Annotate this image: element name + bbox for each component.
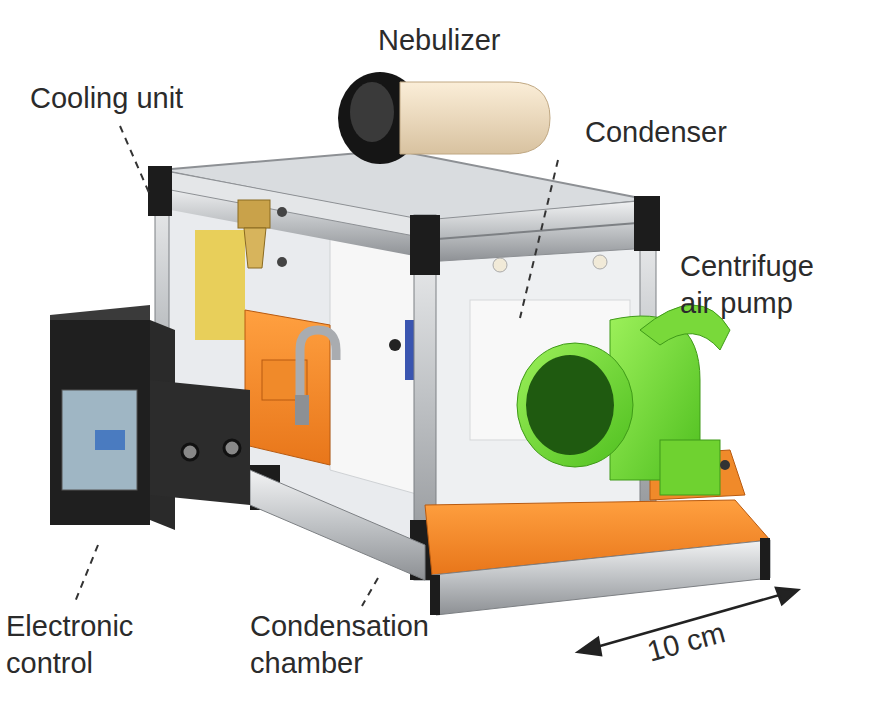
- control-window: [95, 430, 125, 450]
- screw: [277, 257, 287, 267]
- peg: [493, 258, 507, 272]
- corner-bracket: [634, 196, 660, 251]
- knob: [182, 444, 198, 460]
- condenser-panel: [330, 235, 420, 495]
- knob: [224, 440, 240, 456]
- part-label: Condenser: [585, 114, 727, 151]
- leader-line: [520, 160, 558, 318]
- arrowhead: [578, 638, 601, 655]
- screw: [720, 460, 730, 470]
- frame-bar: [160, 170, 425, 238]
- part-label: Nebulizer: [378, 22, 501, 59]
- part-label: Electronic control: [6, 608, 181, 682]
- arrowhead: [776, 588, 798, 604]
- frame-bar: [425, 200, 650, 262]
- corner-bracket: [148, 166, 172, 216]
- screw: [389, 339, 401, 351]
- latch: [244, 228, 266, 268]
- bottom-rail: [250, 470, 425, 580]
- part-label: Cooling unit: [30, 80, 183, 117]
- pump-motor: [660, 440, 720, 495]
- pump-inlet: [517, 343, 633, 467]
- faucet: [300, 330, 336, 400]
- leader-line: [75, 545, 98, 602]
- latch: [238, 200, 270, 228]
- corner-bracket: [760, 538, 770, 580]
- corner-bracket: [410, 215, 440, 275]
- leader-line: [362, 578, 378, 606]
- corner-bracket: [430, 575, 440, 615]
- control-window: [62, 390, 137, 490]
- frame-groove: [425, 222, 650, 240]
- pump-inlet: [526, 355, 614, 455]
- leader-line: [120, 126, 150, 195]
- control-box: [50, 320, 150, 525]
- part-label: Centrifuge air pump: [680, 248, 852, 322]
- screw: [277, 207, 287, 217]
- base-slab: [432, 540, 770, 615]
- left-wall: [160, 170, 425, 580]
- control-front: [150, 380, 250, 505]
- nebulizer-body: [400, 82, 550, 154]
- faucet: [295, 395, 309, 425]
- nebulizer-cap: [350, 82, 394, 142]
- cooling-interior: [195, 230, 245, 340]
- part-label: Condensation chamber: [250, 608, 488, 682]
- peg: [593, 255, 607, 269]
- dimension-label: 10 cm: [643, 614, 729, 670]
